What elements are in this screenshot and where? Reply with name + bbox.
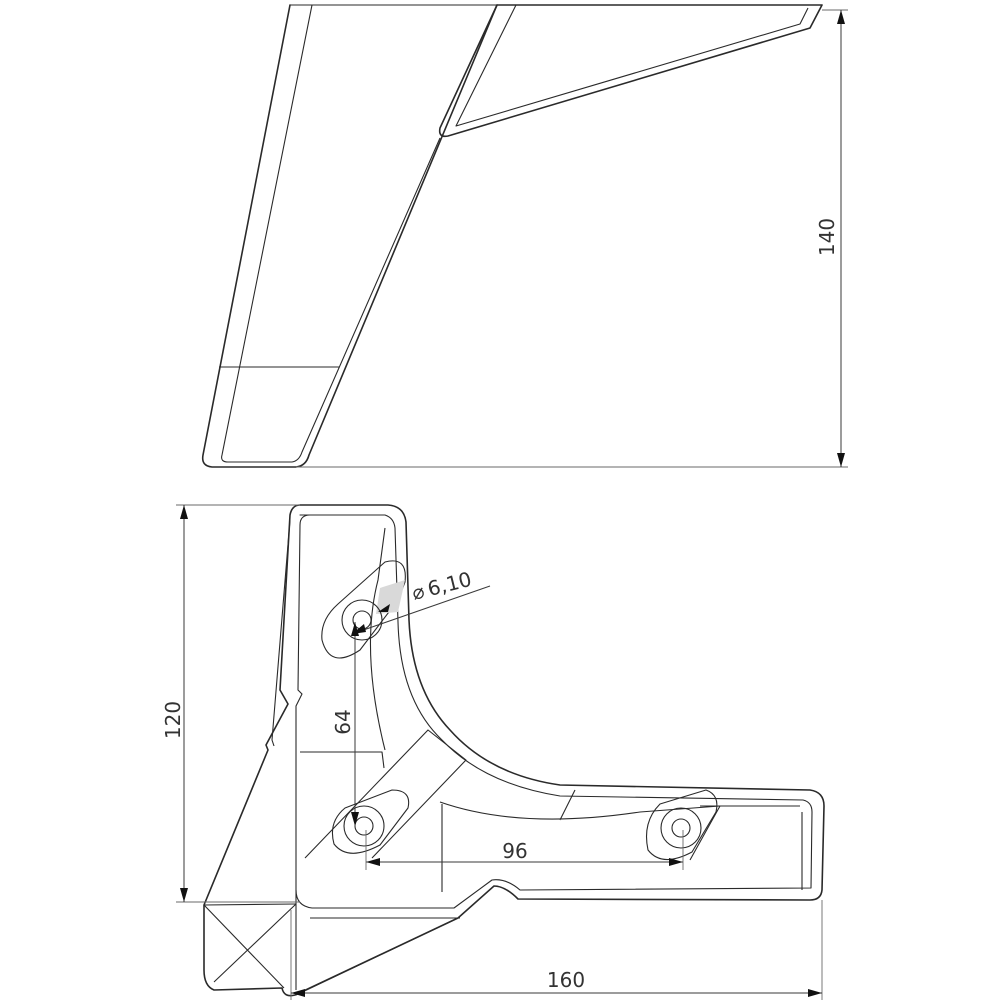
side-view-left-leg bbox=[201, 4, 498, 468]
plan-view-rib-vertical bbox=[300, 751, 385, 769]
dimension-120: 120 bbox=[161, 504, 300, 903]
dimension-160: 160 bbox=[290, 900, 823, 1000]
mounting-hole-bottom-right bbox=[660, 807, 702, 849]
dimension-64: 64 bbox=[331, 622, 359, 826]
side-view-arm-inner bbox=[455, 4, 809, 127]
plan-view-left-flange bbox=[271, 519, 291, 747]
side-view-left-leg-inner bbox=[221, 4, 441, 463]
mounting-boss-bottom-left bbox=[331, 789, 410, 854]
dimension-label-140: 140 bbox=[815, 218, 839, 256]
plan-view: ⌀6,10 64 96 120 bbox=[161, 504, 825, 1000]
mounting-boss-bottom-right bbox=[645, 789, 718, 861]
dimension-label-64: 64 bbox=[331, 709, 355, 734]
plan-view-front-bevel bbox=[203, 890, 460, 996]
dimension-label-160: 160 bbox=[547, 968, 585, 992]
dimension-arrow-140-top bbox=[837, 10, 845, 24]
mounting-boss-top bbox=[321, 560, 406, 659]
plan-view-rib-curve bbox=[369, 527, 800, 821]
plan-view-front-face bbox=[203, 903, 297, 906]
plan-view-rib-arm bbox=[689, 805, 721, 861]
dimension-label-120: 120 bbox=[161, 701, 185, 739]
mounting-hole-bottom-left bbox=[343, 805, 385, 847]
dimension-label-hole-diameter: ⌀6,10 bbox=[409, 567, 474, 605]
plan-view-outer-outline bbox=[203, 504, 825, 997]
side-view: 140 bbox=[201, 4, 848, 468]
side-view-arm bbox=[438, 4, 823, 138]
plan-view-inner-outline bbox=[295, 514, 813, 909]
dimension-label-96: 96 bbox=[502, 839, 527, 863]
plan-view-rib-diagonal bbox=[304, 729, 467, 859]
plan-view-rib-bottom bbox=[441, 804, 803, 892]
dimension-96: 96 bbox=[365, 830, 684, 870]
hole-diameter-callout: ⌀6,10 bbox=[351, 567, 491, 635]
mounting-hole-top bbox=[341, 599, 383, 641]
dimension-arrow-140-bottom bbox=[837, 453, 845, 467]
